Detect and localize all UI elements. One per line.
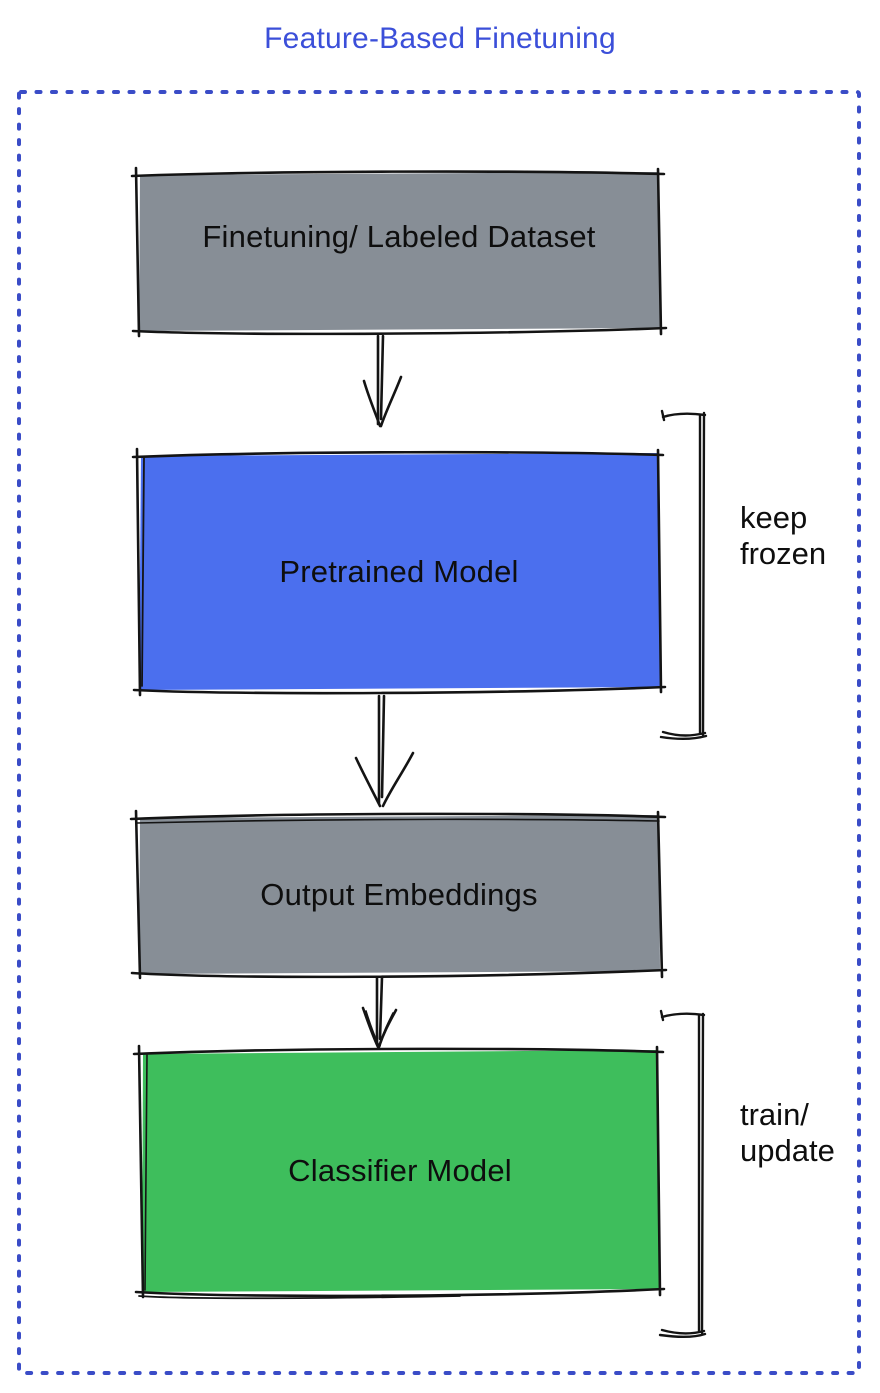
annotation-keep-frozen: keep frozen [740,500,826,572]
node-classifier-model-label: Classifier Model [288,1153,512,1188]
node-pretrained-model-fill [139,453,660,690]
node-classifier-model-box [132,1044,666,1300]
node-classifier-model-fill [142,1050,659,1292]
node-finetuning-dataset-fill [139,172,660,331]
node-output-embeddings-label: Output Embeddings [260,876,538,912]
annotation-keep-frozen-line1: keep [740,500,808,535]
node-pretrained-model-outline [131,447,667,697]
arrow-dataset-to-pretrained [362,334,403,428]
arrow-pretrained-to-embeddings [354,694,415,808]
bracket-train-update [658,1009,707,1338]
annotation-train-update: train/ update [740,1097,835,1169]
node-finetuning-dataset-outline [130,166,668,338]
node-pretrained-model-box [131,447,667,697]
annotation-keep-frozen-line2: frozen [740,536,827,571]
node-classifier-model-outline [132,1044,666,1300]
dotted-frame [17,90,861,1375]
node-finetuning-dataset-box [130,166,668,338]
node-output-embeddings-box [129,809,668,980]
annotation-train-update-line1: train/ [740,1097,809,1132]
diagram-title: Feature-Based Finetuning [264,22,616,55]
bracket-keep-frozen [659,409,708,740]
node-output-embeddings-outline [129,809,668,980]
node-output-embeddings-fill [139,815,660,974]
arrow-embeddings-to-classifier [361,975,398,1049]
node-pretrained-model-label: Pretrained Model [279,553,519,589]
node-finetuning-dataset-label: Finetuning/ Labeled Dataset [202,219,596,254]
annotation-train-update-line2: update [740,1133,835,1168]
